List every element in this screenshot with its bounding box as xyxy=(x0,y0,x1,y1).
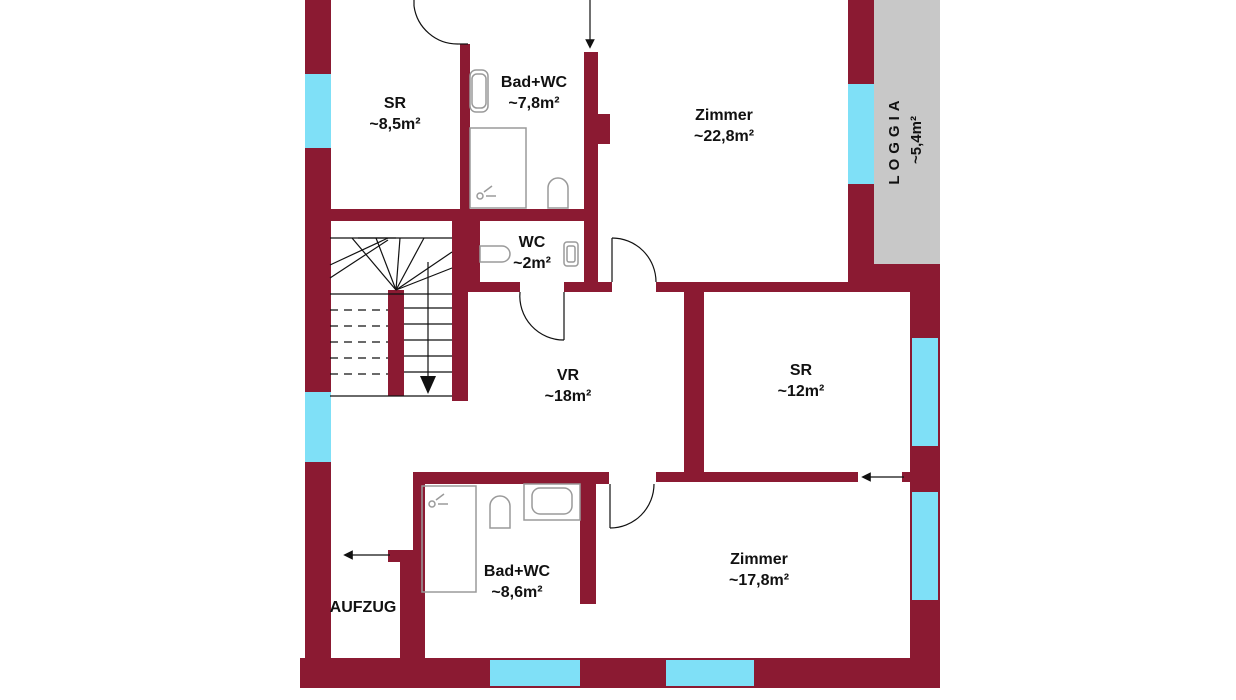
room-name: Zimmer xyxy=(695,107,753,124)
room-label-wc: WC ~2m² xyxy=(513,232,551,274)
doors xyxy=(413,0,657,529)
windows xyxy=(305,74,938,686)
entry-arrows xyxy=(343,0,904,560)
fixtures-bad-top xyxy=(469,69,569,209)
room-area: ~17,8m² xyxy=(728,572,790,589)
room-label-bad-top: Bad+WC ~7,8m² xyxy=(501,72,567,114)
arrow-down-icon xyxy=(420,376,436,394)
room-label-sr-right: SR ~12m² xyxy=(778,360,825,402)
room-label-loggia: LOGGIA ~5,4m² xyxy=(884,95,928,184)
room-name: AUFZUG xyxy=(329,599,397,616)
fixtures-bad-bottom xyxy=(421,483,581,593)
room-area: ~12m² xyxy=(777,383,825,400)
room-name: VR xyxy=(556,367,580,384)
room-name: Zimmer xyxy=(730,551,788,568)
room-area: ~18m² xyxy=(544,388,592,405)
fixtures-wc xyxy=(479,241,579,267)
room-area: ~7,8m² xyxy=(508,95,560,112)
room-area: ~5,4m² xyxy=(908,116,925,164)
arrow-left-icon xyxy=(862,473,870,481)
interior-walls xyxy=(330,44,912,660)
room-name: SR xyxy=(789,362,813,379)
room-label-sr-top: SR ~8,5m² xyxy=(369,93,420,135)
arrow-down-icon xyxy=(586,40,594,48)
room-label-aufzug: AUFZUG xyxy=(330,597,397,618)
room-area: ~8,6m² xyxy=(491,584,543,601)
room-label-vr: VR ~18m² xyxy=(545,365,592,407)
room-name: Bad+WC xyxy=(483,563,551,580)
loggia-area xyxy=(874,0,940,266)
room-label-bad-bottom: Bad+WC ~8,6m² xyxy=(484,561,550,603)
room-area: ~22,8m² xyxy=(693,128,755,145)
room-label-zimmer-bottom: Zimmer ~17,8m² xyxy=(729,549,789,591)
room-area: ~8,5m² xyxy=(369,116,421,133)
room-name: Bad+WC xyxy=(500,74,568,91)
arrow-left-icon xyxy=(344,551,352,559)
room-area: ~2m² xyxy=(513,255,551,272)
room-name: SR xyxy=(383,95,407,112)
room-label-zimmer-top: Zimmer ~22,8m² xyxy=(694,105,754,147)
staircase xyxy=(329,237,453,397)
room-name: LOGGIA xyxy=(886,95,903,185)
room-name: WC xyxy=(518,234,546,251)
